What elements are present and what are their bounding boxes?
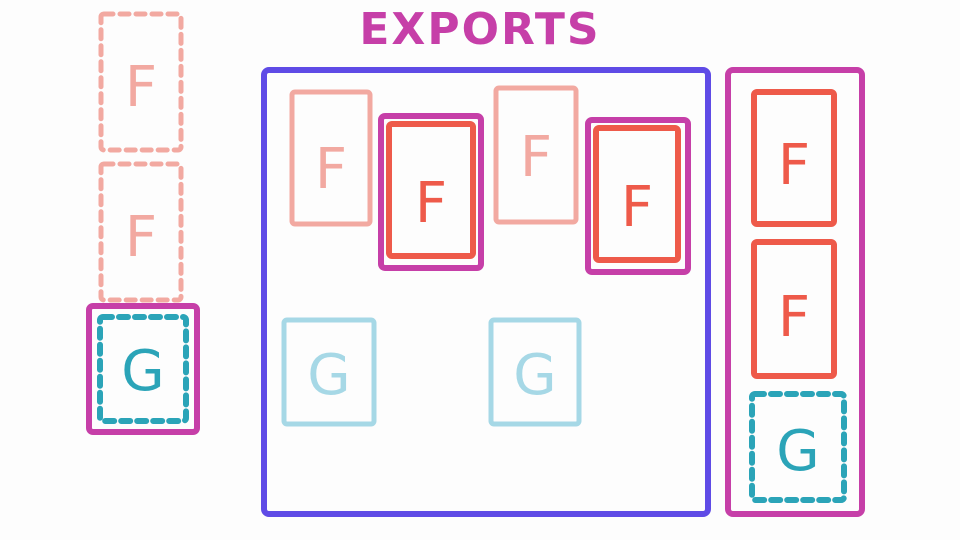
module-g-box-2 <box>488 317 582 427</box>
module-f-box-1-letter: F <box>315 137 347 202</box>
left-column: F F G <box>86 11 200 435</box>
module-g-box-1-letter: G <box>307 343 350 408</box>
module-f-export-frame-2 <box>585 117 691 275</box>
module-g-box-2-letter: G <box>513 343 556 408</box>
module-f-box-3 <box>493 85 579 225</box>
module-f-box-1 <box>289 89 373 227</box>
left-g-box-letter: G <box>121 339 164 404</box>
module: F F F F G G <box>261 67 711 517</box>
right-column: F F G <box>725 67 865 517</box>
module-f-box-4 <box>593 125 681 263</box>
left-f-box-2 <box>98 161 184 303</box>
left-g-export-frame <box>86 303 200 435</box>
module-f-box-2-letter: F <box>415 171 447 236</box>
right-f-box-2 <box>751 239 837 379</box>
module-g-box-1 <box>281 317 377 427</box>
right-f-box-1 <box>751 89 837 227</box>
right-g-box <box>749 391 847 503</box>
right-f-box-2-letter: F <box>778 285 810 350</box>
module-frame <box>261 67 711 517</box>
module-f-export-frame-1 <box>378 113 484 271</box>
module-f-box-3-letter: F <box>520 125 552 190</box>
right-f-box-1-letter: F <box>778 133 810 198</box>
left-f-box-2-letter: F <box>125 205 157 270</box>
module-f-box-2 <box>386 121 476 259</box>
left-g-box <box>97 314 189 424</box>
diagram-title: EXPORTS <box>359 4 600 55</box>
right-g-box-letter: G <box>776 419 819 484</box>
right-export-frame <box>725 67 865 517</box>
left-f-box-1-letter: F <box>125 55 157 120</box>
module-f-box-4-letter: F <box>621 175 653 240</box>
left-f-box-1 <box>98 11 184 153</box>
